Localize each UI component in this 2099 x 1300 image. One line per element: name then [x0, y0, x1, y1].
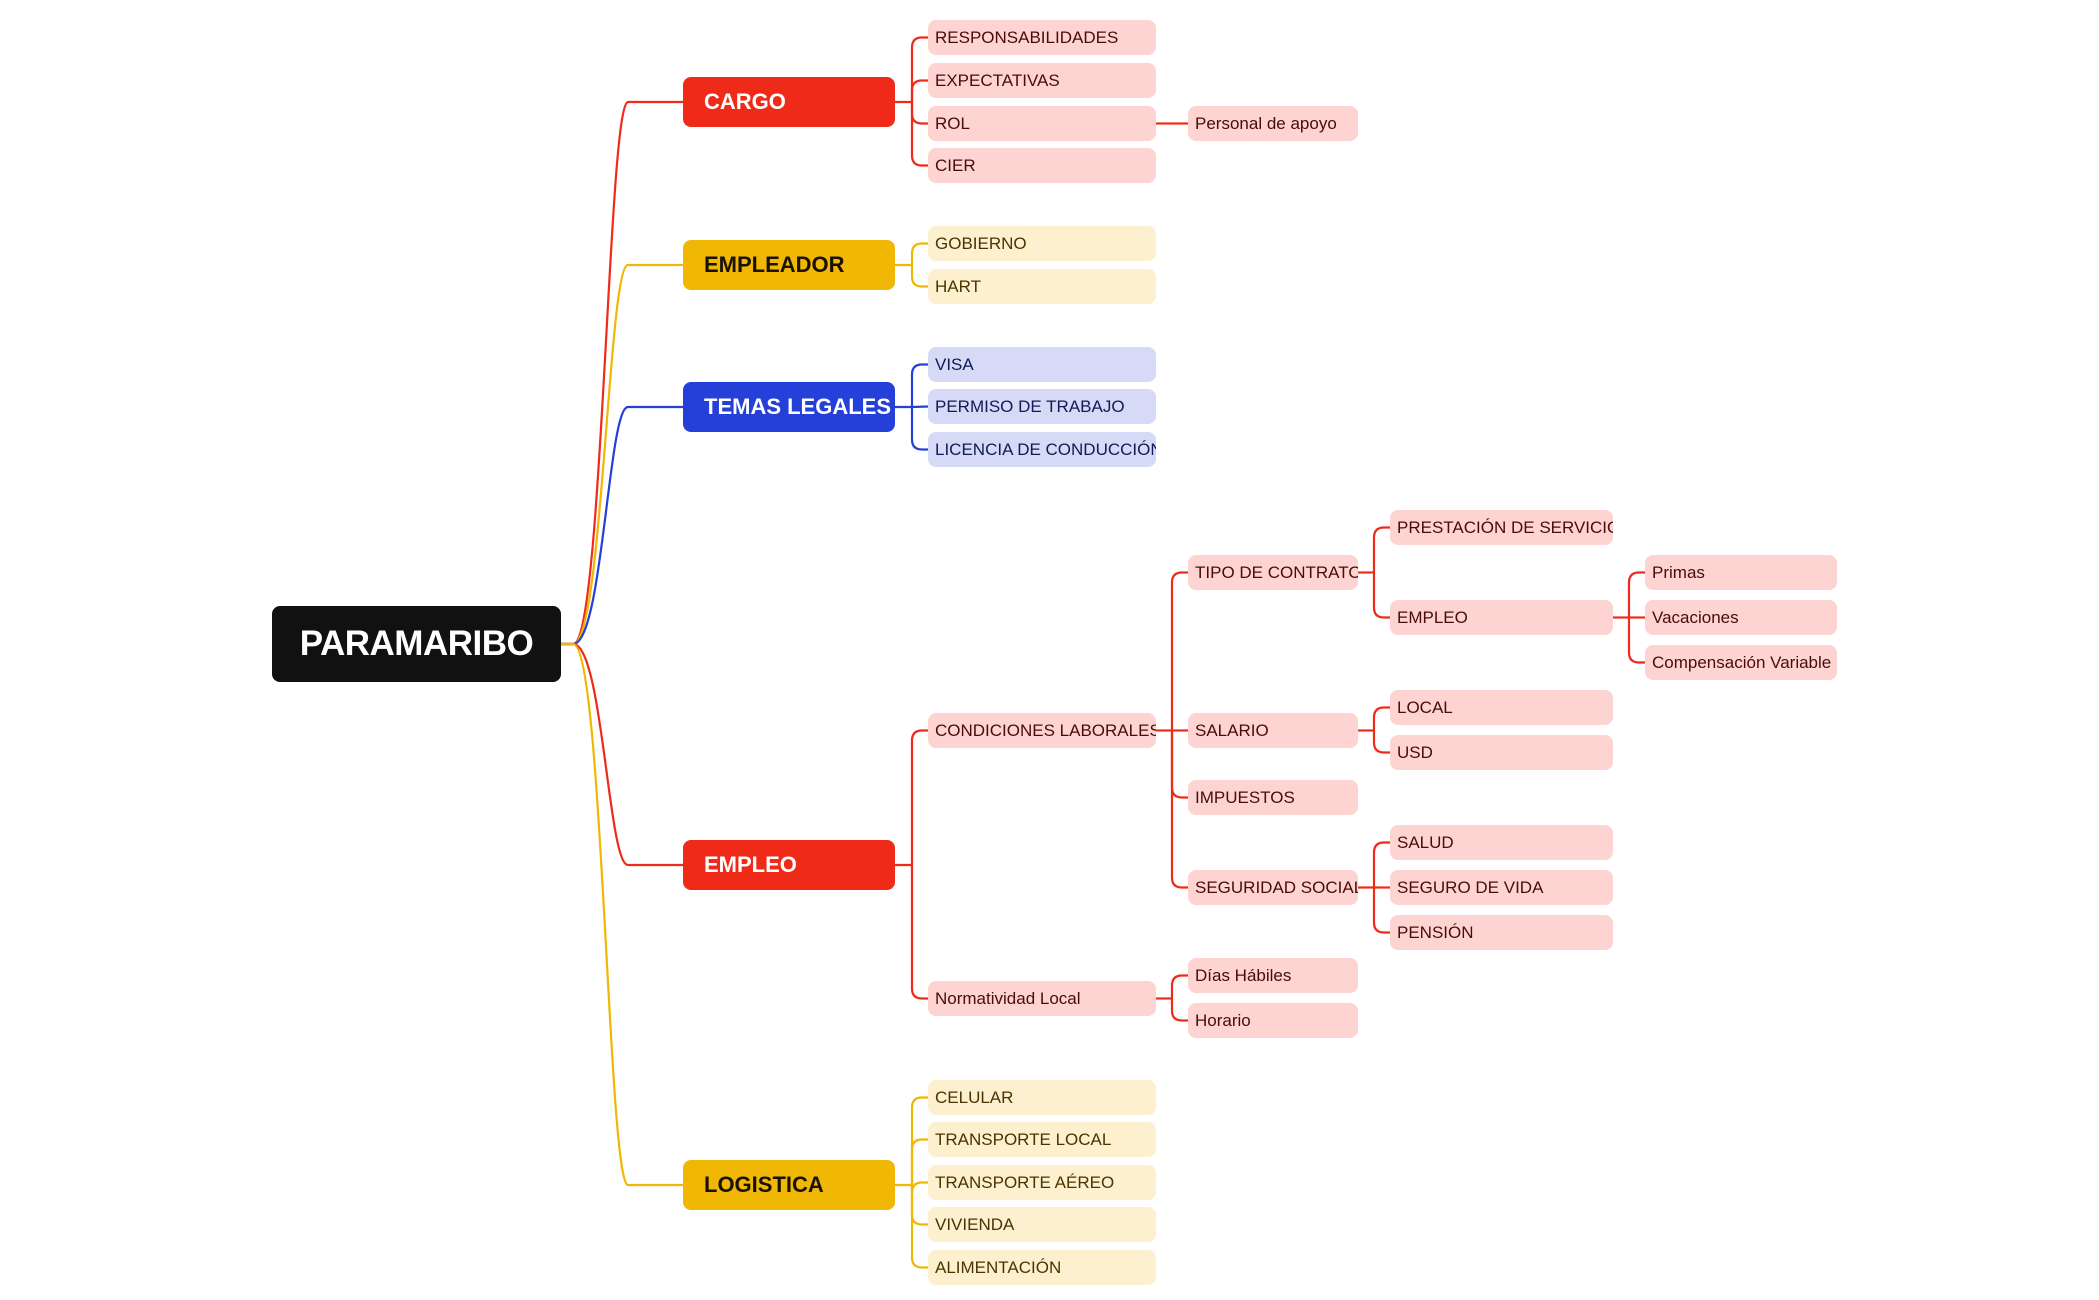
node-horario[interactable]: Horario	[1188, 1003, 1358, 1038]
branch-node-cargo[interactable]: CARGO	[683, 77, 895, 127]
connector-root-logistica	[561, 642, 683, 1187]
connector-condiciones-seguridad	[1170, 730, 1188, 889]
branch-node-logistica[interactable]: LOGISTICA	[683, 1160, 895, 1210]
branch-node-empleo[interactable]: EMPLEO	[683, 840, 895, 890]
connector-tipo-prestacion	[1372, 526, 1390, 573]
connector-normatividad-horario	[1170, 998, 1188, 1022]
node-pension[interactable]: PENSIÓN	[1390, 915, 1613, 950]
connector-normatividad-dias	[1170, 974, 1188, 999]
node-gobierno[interactable]: GOBIERNO	[928, 226, 1156, 261]
node-salud[interactable]: SALUD	[1390, 825, 1613, 860]
connector-cargo-rol	[910, 102, 928, 125]
connector-seguridad-pension	[1372, 887, 1390, 934]
node-local[interactable]: LOCAL	[1390, 690, 1613, 725]
node-condiciones-laborales[interactable]: CONDICIONES LABORALES	[928, 713, 1156, 748]
node-prestacion-de-servicios[interactable]: PRESTACIÓN DE SERVICIOS	[1390, 510, 1613, 545]
connector-salario-local	[1372, 706, 1390, 731]
connector-logistica-taereo	[910, 1181, 928, 1193]
connector-empleo-normatividad	[910, 865, 928, 1000]
node-seguro-de-vida[interactable]: SEGURO DE VIDA	[1390, 870, 1613, 905]
connector-root-empleo	[561, 642, 683, 867]
node-primas[interactable]: Primas	[1645, 555, 1837, 590]
node-usd[interactable]: USD	[1390, 735, 1613, 770]
connector-legales-licencia	[910, 407, 928, 451]
node-expectativas[interactable]: EXPECTATIVAS	[928, 63, 1156, 98]
connector-logistica-tlocal	[910, 1138, 928, 1185]
connector-cargo-cier	[910, 102, 928, 167]
node-personal-de-apoyo[interactable]: Personal de apoyo	[1188, 106, 1358, 141]
connector-tipo-empleosub	[1372, 572, 1390, 619]
connector-condiciones-impuestos	[1170, 730, 1188, 799]
connector-salario-usd	[1372, 730, 1390, 754]
connector-empleador-gobierno	[910, 242, 928, 265]
connector-condiciones-tipo	[1170, 571, 1188, 731]
connector-empleador-hart	[910, 265, 928, 288]
node-vacaciones[interactable]: Vacaciones	[1645, 600, 1837, 635]
node-responsabilidades[interactable]: RESPONSABILIDADES	[928, 20, 1156, 55]
connector-empleosub-compensacion	[1627, 617, 1645, 664]
connector-logistica-vivienda	[910, 1185, 928, 1226]
node-transporte-aereo[interactable]: TRANSPORTE AÉREO	[928, 1165, 1156, 1200]
node-empleo-contrato[interactable]: EMPLEO	[1390, 600, 1613, 635]
node-visa[interactable]: VISA	[928, 347, 1156, 382]
connector-empleosub-primas	[1627, 571, 1645, 618]
node-normatividad-local[interactable]: Normatividad Local	[928, 981, 1156, 1016]
connector-root-empleador	[561, 263, 683, 646]
node-hart[interactable]: HART	[928, 269, 1156, 304]
connector-cargo-resp	[910, 36, 928, 102]
node-alimentacion[interactable]: ALIMENTACIÓN	[928, 1250, 1156, 1285]
connector-empleo-condiciones	[910, 729, 928, 865]
connector-root-cargo	[561, 100, 683, 646]
connector-cargo-expect	[910, 79, 928, 102]
connector-logistica-alimentacion	[910, 1185, 928, 1269]
node-impuestos[interactable]: IMPUESTOS	[1188, 780, 1358, 815]
root-node-paramaribo[interactable]: PARAMARIBO	[272, 606, 561, 682]
node-dias-habiles[interactable]: Días Hábiles	[1188, 958, 1358, 993]
branch-node-empleador[interactable]: EMPLEADOR	[683, 240, 895, 290]
node-licencia-de-conduccion[interactable]: LICENCIA DE CONDUCCIÓN	[928, 432, 1156, 467]
connector-legales-visa	[910, 363, 928, 407]
node-vivienda[interactable]: VIVIENDA	[928, 1207, 1156, 1242]
node-rol[interactable]: ROL	[928, 106, 1156, 141]
connector-legales-permiso	[911, 405, 929, 409]
connector-root-legales	[561, 405, 683, 646]
node-compensacion-variable[interactable]: Compensación Variable	[1645, 645, 1837, 680]
node-transporte-local[interactable]: TRANSPORTE LOCAL	[928, 1122, 1156, 1157]
node-seguridad-social[interactable]: SEGURIDAD SOCIAL	[1188, 870, 1358, 905]
node-permiso-de-trabajo[interactable]: PERMISO DE TRABAJO	[928, 389, 1156, 424]
node-salario[interactable]: SALARIO	[1188, 713, 1358, 748]
node-celular[interactable]: CELULAR	[928, 1080, 1156, 1115]
connector-logistica-celular	[910, 1096, 928, 1185]
branch-node-temas-legales[interactable]: TEMAS LEGALES	[683, 382, 895, 432]
connector-seguridad-salud	[1372, 841, 1390, 888]
node-cier[interactable]: CIER	[928, 148, 1156, 183]
node-tipo-de-contrato[interactable]: TIPO DE CONTRATO	[1188, 555, 1358, 590]
